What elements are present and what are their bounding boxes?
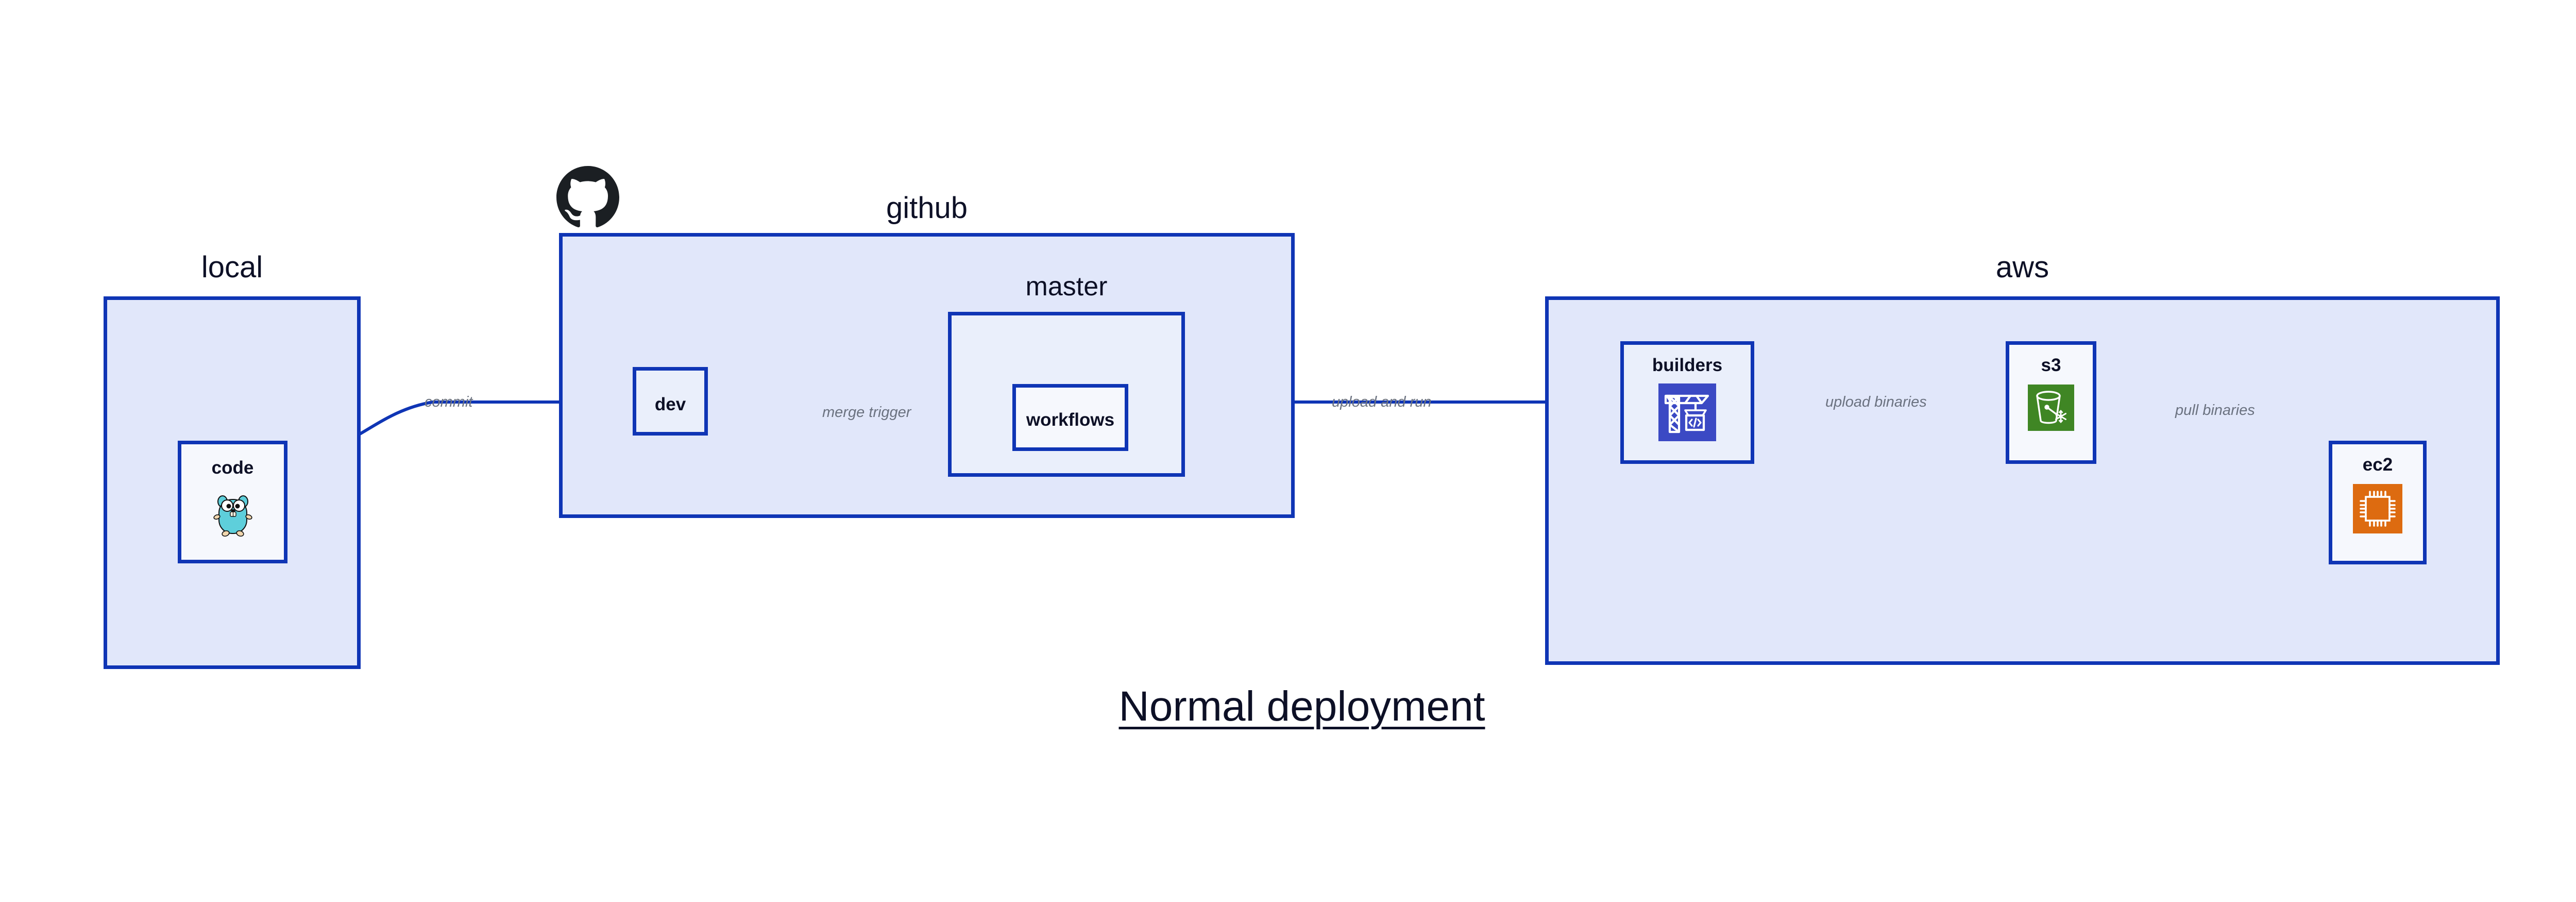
node-label-dev: dev — [654, 394, 686, 414]
page-title: Normal deployment — [1118, 683, 1485, 730]
node-box-ec2[interactable]: ec2 — [2329, 441, 2427, 564]
node-label-code: code — [211, 458, 254, 478]
group-label-local: local — [201, 250, 263, 284]
s3-bucket-icon — [2028, 385, 2074, 433]
node-box-builders[interactable]: builders — [1620, 341, 1754, 464]
edge-label-merge-trigger: merge trigger — [822, 404, 911, 421]
edge-label-upload-and-run: upload and run — [1332, 394, 1432, 410]
node-label-ec2: ec2 — [2362, 455, 2393, 475]
go-gopher-icon — [209, 488, 257, 542]
edge-label-commit: commit — [425, 394, 473, 410]
node-label-workflows: workflows — [1026, 410, 1115, 430]
node-box-dev[interactable]: dev — [633, 367, 708, 436]
node-box-workflows[interactable]: workflows — [1012, 384, 1128, 451]
crane-code-icon — [1658, 383, 1716, 444]
node-label-s3: s3 — [2041, 355, 2061, 375]
github-logo-icon — [556, 166, 619, 229]
subgroup-label-master: master — [1025, 272, 1108, 302]
cpu-chip-icon — [2353, 484, 2402, 536]
edge-label-pull-binaries: pull binaries — [2175, 402, 2255, 419]
group-label-aws: aws — [1995, 250, 2049, 284]
edge-label-upload-binaries: upload binaries — [1825, 394, 1927, 410]
node-box-s3[interactable]: s3 — [2006, 341, 2096, 464]
node-label-builders: builders — [1652, 355, 1723, 375]
group-label-github: github — [886, 191, 968, 225]
node-box-code[interactable]: code — [178, 441, 287, 563]
